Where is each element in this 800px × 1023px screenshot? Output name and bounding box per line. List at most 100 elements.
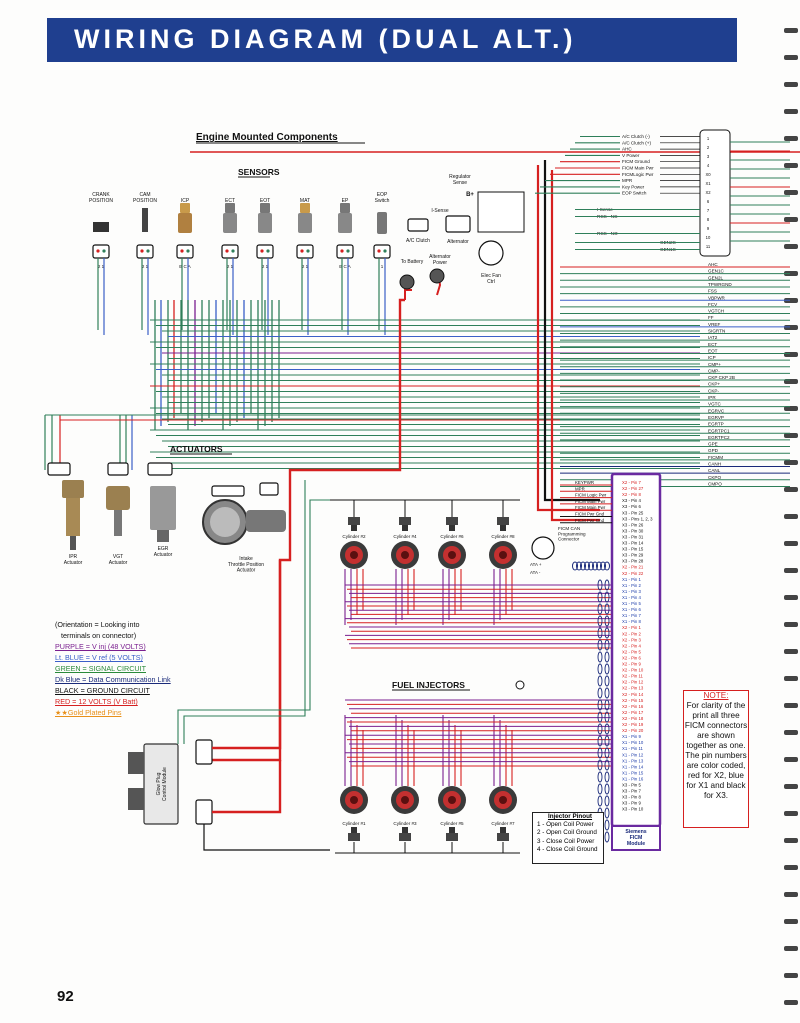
injector-plug: [348, 833, 360, 841]
glow-signal-wire: [177, 499, 330, 744]
spiral-ring: [784, 973, 798, 978]
ficm-pin-label: X1 - Pin 2: [622, 583, 641, 588]
twisted-pair: [584, 561, 590, 571]
legend-item-red: RED = 12 VOLTS (V Batt): [55, 697, 138, 706]
spiral-ring: [784, 298, 798, 303]
spiral-ring: [784, 514, 798, 519]
spiral-ring: [784, 55, 798, 60]
injector-center: [401, 796, 409, 804]
cylinder-label: Cylinder #5: [440, 821, 464, 826]
sensor-body: [258, 213, 272, 233]
injector-center: [448, 796, 456, 804]
spiral-ring: [784, 28, 798, 33]
twisted-pair: [604, 783, 610, 795]
ipr-tip: [70, 536, 76, 550]
ficm-pin-label: X3 - Pins 1, 2, 3: [622, 516, 653, 521]
injector-center: [350, 796, 358, 804]
ficm-left-label: FICM Main Pwr: [575, 499, 606, 504]
twisted-pair: [604, 615, 610, 627]
ficm-pin-label: X1 - Pin 9: [622, 734, 641, 739]
twisted-pair: [597, 711, 603, 723]
sensors-heading: SENSORS: [238, 167, 280, 177]
spiral-ring: [784, 406, 798, 411]
injector-plug: [449, 525, 455, 531]
glow-ground-wire: [203, 824, 330, 851]
twisted-pair: [597, 759, 603, 771]
glow-signal-wire: [183, 480, 306, 744]
bus-label: FICMM: [708, 455, 723, 460]
spiral-ring: [784, 325, 798, 330]
cylinder-label: Cylinder #1: [342, 821, 366, 826]
sensor-body: [260, 203, 270, 213]
twisted-pair: [604, 675, 610, 687]
pcm-pin-label: A/C Clutch (+): [622, 140, 651, 145]
cylinder-label: Cylinder #8: [491, 534, 515, 539]
ficm-pin-label: X1 - Pin 16: [622, 776, 644, 781]
ficm-pin-label: X2 - Pin 14: [622, 692, 644, 697]
ficm-label-box: [611, 825, 661, 851]
vgt-body: [114, 510, 122, 536]
twisted-pair: [597, 651, 603, 663]
twisted-pair: [604, 771, 610, 783]
sensor-pin-numbers: B C A: [339, 264, 351, 269]
glow-module-connector: [128, 752, 144, 774]
sensor-connector: [176, 244, 194, 259]
throttle-bore: [210, 507, 240, 537]
twisted-pair: [604, 747, 610, 759]
bus-label: IPR: [708, 395, 716, 400]
injector-center: [401, 551, 409, 559]
vgt-body: [106, 486, 130, 510]
injector-plug: [497, 833, 509, 841]
injector-plug: [402, 827, 408, 833]
glow-connector: [195, 739, 213, 765]
pcm-pin-label: EOP Switch: [622, 191, 647, 196]
twisted-pair: [588, 561, 594, 571]
sensor-body: [93, 222, 109, 232]
injector-plug: [399, 517, 411, 525]
i-sense-label: I-Sense: [431, 208, 448, 214]
ficm-pin-label: X2 - Pin 27: [622, 486, 644, 491]
ficm-pin-label: X2 - Pin 21: [622, 565, 644, 570]
injector-plug: [446, 833, 458, 841]
ficm-pin-label: X2 - Pin 10: [622, 668, 644, 673]
sensor-body: [338, 213, 352, 233]
pcm-pin-number: X2: [705, 190, 711, 195]
ficm-pin-label: X3 - Pin 28: [622, 559, 644, 564]
pcm-pin-number: 9: [707, 226, 710, 231]
connector-pin: [260, 249, 264, 253]
sensor-connector: [221, 244, 239, 259]
ficm-pin-label: X3 - Pin 30: [622, 528, 644, 533]
ipr-body: [66, 498, 80, 536]
cylinder-label: Cylinder #7: [491, 821, 515, 826]
pcm-pin-number: 8: [707, 217, 710, 222]
spiral-binding: [782, 0, 800, 1023]
bus-label: VBPWR: [708, 295, 726, 300]
twisted-pair: [604, 639, 610, 651]
ground-eyelet: [515, 680, 525, 690]
twisted-pair: [604, 819, 610, 831]
ficm-pin-label: X2 - Pin 20: [622, 728, 644, 733]
ficm-pin-label: X1 - Pin 14: [622, 764, 644, 769]
ficm-pin-label: X3 - Pin 6: [622, 504, 641, 509]
glow-module-connector: [128, 788, 144, 810]
battery-feed-wire: [404, 289, 412, 300]
ficm-pin-label: X2 - Pin 5: [622, 649, 641, 654]
sensor-label: ICP: [181, 198, 190, 204]
spiral-ring: [784, 622, 798, 627]
bus-label: GPD: [708, 448, 719, 453]
ficm-power-wire: [550, 170, 600, 522]
pcm-pin-number: 2: [707, 145, 710, 150]
sensor-pin-numbers: B C A: [179, 264, 191, 269]
injector-plug: [351, 525, 357, 531]
bus-label: GPE: [708, 442, 718, 447]
ficm-pin-label: X2 - Pin 18: [622, 716, 644, 721]
sensor-body: [180, 203, 190, 213]
ipr-body: [62, 480, 84, 498]
